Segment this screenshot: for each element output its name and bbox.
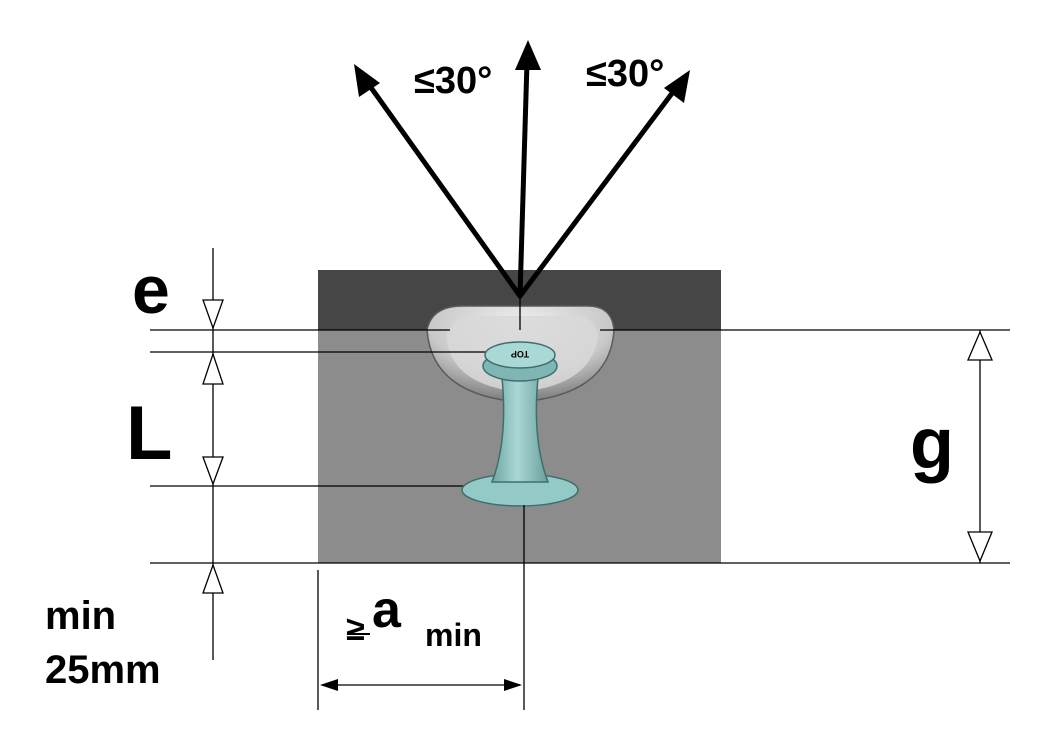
triangle-marker-icon <box>202 351 224 385</box>
triangle-marker-icon <box>202 299 224 330</box>
anchor-shaft <box>490 377 550 483</box>
dim-arrow-right-icon <box>504 679 522 691</box>
angle-label-right: ≤30° <box>586 53 664 95</box>
edge-distance-symbol: a <box>372 581 402 639</box>
arrow-up-icon <box>517 85 679 299</box>
arrow-up-icon <box>364 79 523 299</box>
dim-arrow-left-icon <box>320 679 338 691</box>
dim-label-e: e <box>132 252 170 328</box>
anchor-head-top <box>484 341 556 369</box>
triangle-marker-icon <box>967 330 993 361</box>
triangle-marker-icon <box>967 531 993 563</box>
min-cover-label-line1: min <box>45 594 116 638</box>
anchor-stamp: TOP <box>511 349 529 359</box>
angle-label-left: ≤30° <box>414 60 492 102</box>
lifting-anchor: TOP <box>461 341 579 507</box>
arrowhead-right <box>664 70 690 103</box>
triangle-marker-icon <box>202 563 224 594</box>
min-cover-label-line2: 25mm <box>45 648 161 692</box>
arrowhead-left <box>354 64 380 97</box>
dim-label-L: L <box>126 391 172 476</box>
dim-label-g: g <box>910 404 954 484</box>
arrow-up-icon <box>517 59 530 299</box>
edge-distance-prefix: ≥ <box>346 610 365 648</box>
arrowhead-center <box>515 40 541 70</box>
triangle-marker-icon <box>202 456 224 486</box>
edge-distance-subscript: min <box>425 617 482 653</box>
